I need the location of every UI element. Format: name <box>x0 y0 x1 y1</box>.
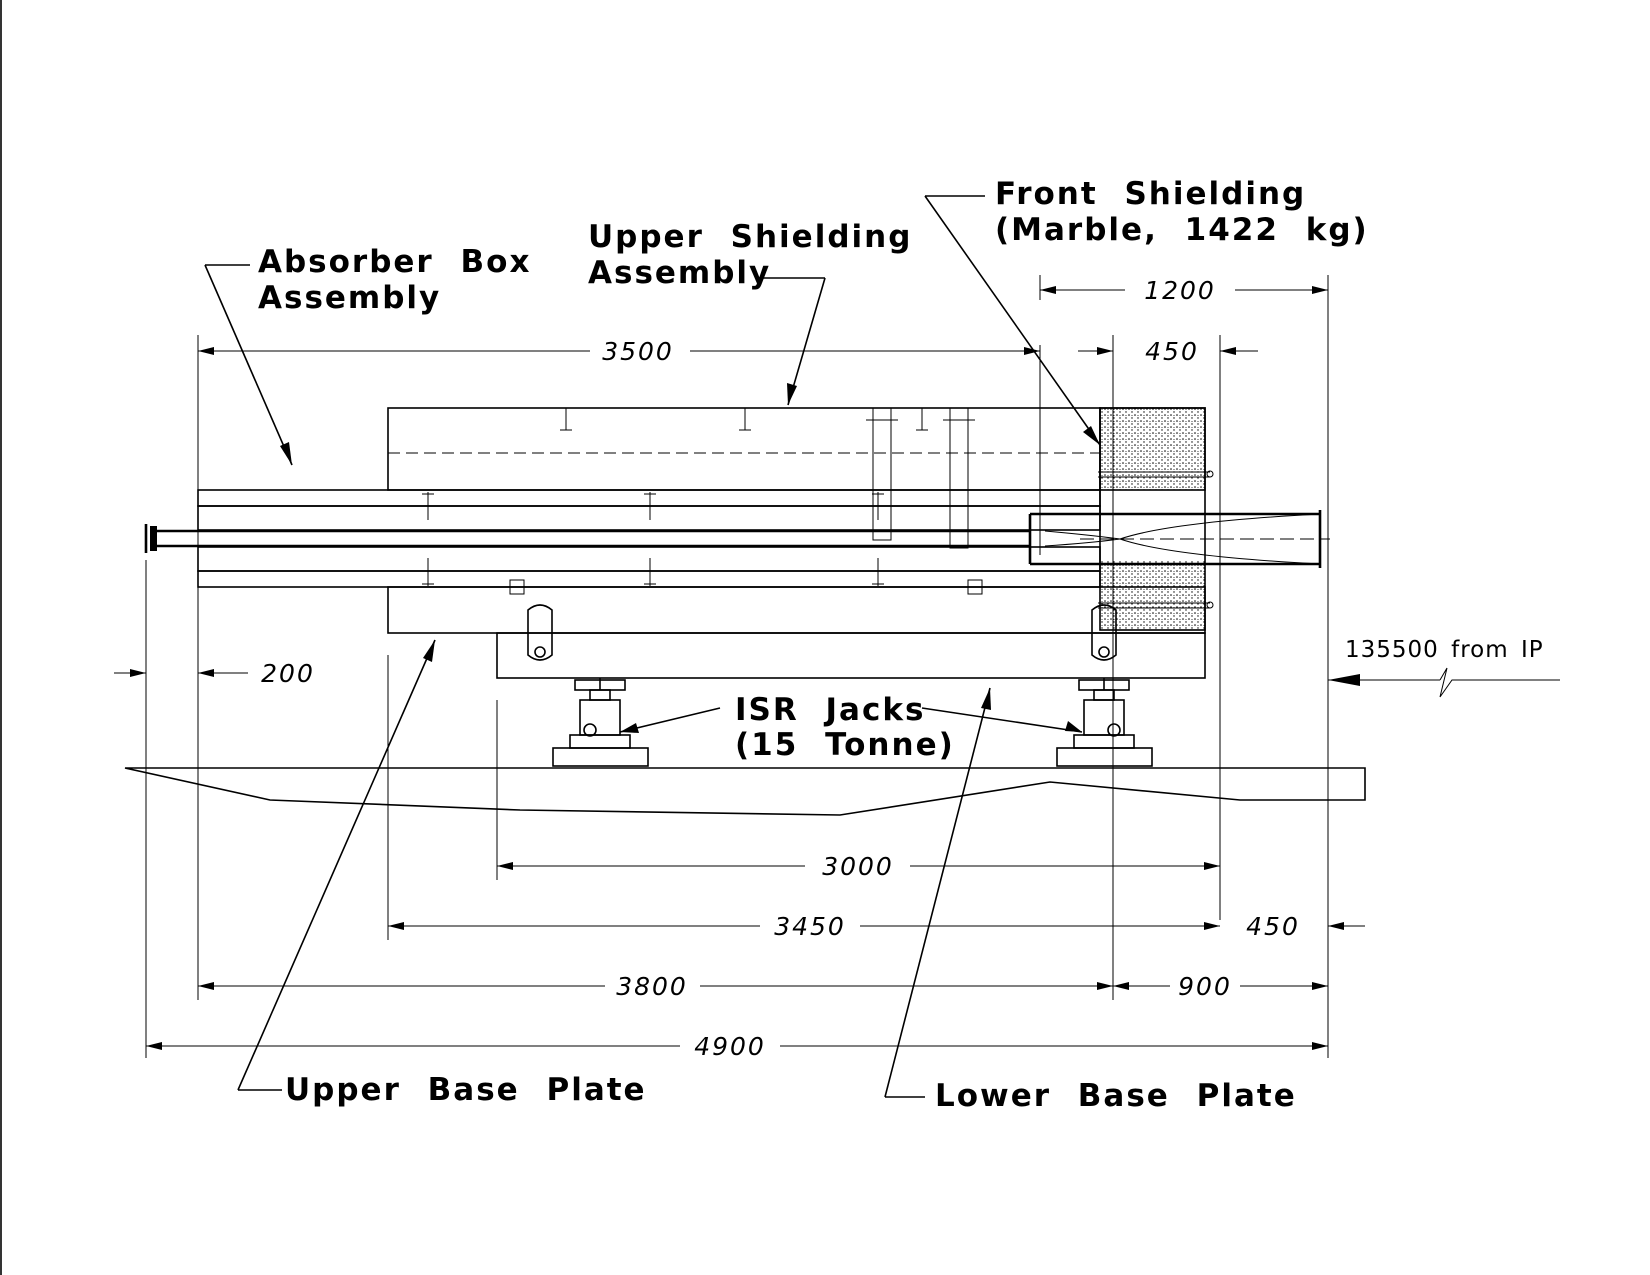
absorber-box-assembly <box>197 489 1101 588</box>
absorber-box-label-line2: Assembly <box>258 280 441 316</box>
isr-jacks-label: ISR Jacks <box>735 692 925 728</box>
front-shielding-label: Front Shielding <box>995 176 1306 212</box>
lower-base-plate <box>496 604 1206 679</box>
dimension-lines <box>114 275 1560 1058</box>
dim-200: 200 <box>261 659 315 688</box>
dim-3500: 3500 <box>602 337 674 366</box>
front-shielding-marble <box>1098 407 1214 631</box>
upper-base-plate-label: Upper Base Plate <box>285 1072 647 1108</box>
upper-shielding-label-line2: Assembly <box>588 255 771 291</box>
dimension-arrows <box>130 286 1360 1050</box>
ip-reference-label: 135500 from IP <box>1345 637 1544 663</box>
floor <box>124 767 1366 816</box>
lower-base-plate-label: Lower Base Plate <box>935 1078 1297 1114</box>
leader-lines <box>204 195 1101 1098</box>
upper-shielding-label: Upper Shielding <box>588 219 912 255</box>
upper-shielding-assembly <box>387 407 1206 549</box>
beam-pipe <box>144 510 1330 568</box>
dim-3000: 3000 <box>822 852 894 881</box>
front-shielding-label-line2: (Marble, 1422 kg) <box>995 212 1369 248</box>
isr-jacks-label-line2: (15 Tonne) <box>735 727 955 763</box>
leader-arrows <box>280 383 1100 733</box>
dim-900: 900 <box>1178 972 1232 1001</box>
dim-450-top: 450 <box>1145 337 1199 366</box>
dim-3450: 3450 <box>774 912 846 941</box>
dim-1200: 1200 <box>1144 276 1216 305</box>
absorber-box-label: Absorber Box <box>258 244 531 280</box>
isr-jacks <box>552 678 1153 767</box>
dim-3800: 3800 <box>616 972 688 1001</box>
dim-4900: 4900 <box>694 1032 766 1061</box>
upper-base-plate <box>387 579 1206 634</box>
dim-450-bottom: 450 <box>1246 912 1300 941</box>
